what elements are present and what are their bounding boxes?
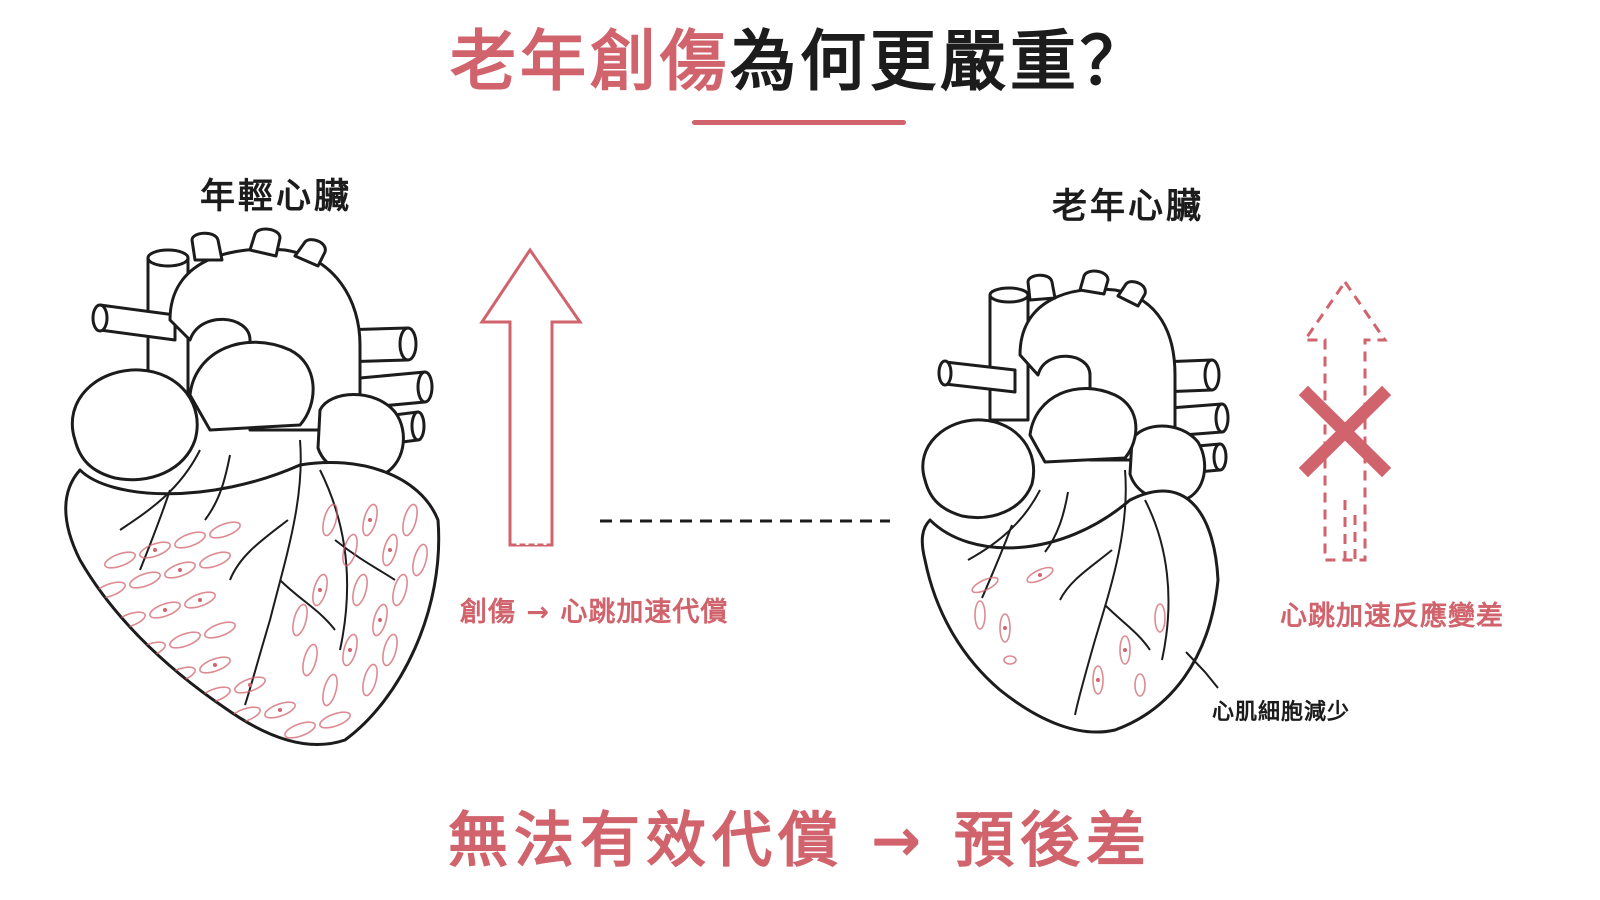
- old-heart-right-atrium: [921, 418, 1035, 519]
- young-heart-ventricles: [64, 461, 441, 747]
- old-heart-branch-1: [1026, 273, 1057, 302]
- old-heart-coronary-vessels: [967, 469, 1170, 716]
- young-heart-right-atrium: [70, 368, 199, 482]
- page-title: 老年創傷為何更嚴重？: [0, 22, 1600, 102]
- title-rest: 為何更嚴重？: [730, 23, 1150, 100]
- callout-leader-line: [1185, 651, 1219, 689]
- old-heart-branch-3: [1116, 280, 1147, 308]
- title-highlight: 老年創傷: [450, 23, 730, 100]
- conclusion-text: 無法有效代償 → 預後差: [447, 806, 1153, 876]
- dashed-arrow-streaks: [1343, 500, 1357, 560]
- old-heart-branch-2: [1078, 269, 1110, 296]
- old-heart-aorta: [1018, 287, 1177, 462]
- old-heart-ventricles: [920, 489, 1220, 734]
- myocyte-loss-callout: 心肌細胞減少: [1212, 700, 1351, 725]
- old-heart-pulmonary-trunk: [1028, 386, 1138, 464]
- young-heart-pulmonary-trunk: [188, 340, 315, 432]
- old-heart-label: 老年心臟: [1052, 187, 1205, 227]
- old-heart-illustration: [920, 269, 1230, 734]
- arrow-up-outline-icon: [479, 247, 583, 547]
- young-heart-branch-3: [293, 238, 327, 268]
- young-heart-label: 年輕心臟: [200, 177, 353, 217]
- old-heart-myocytes: [971, 566, 1166, 697]
- young-heart-illustration: [64, 227, 441, 747]
- young-heart-branch-1: [190, 231, 224, 262]
- old-response-text: 心跳加速反應變差: [1280, 601, 1504, 632]
- young-arrow-streaks: [516, 470, 547, 545]
- title-underline: [692, 120, 906, 125]
- young-compensation-text: 創傷 → 心跳加速代償: [460, 597, 729, 628]
- young-heart-branch-2: [248, 227, 282, 258]
- young-heart-myocytes: [94, 503, 428, 739]
- x-mark-icon: [1298, 385, 1392, 478]
- young-heart-coronary-vessels: [119, 439, 396, 706]
